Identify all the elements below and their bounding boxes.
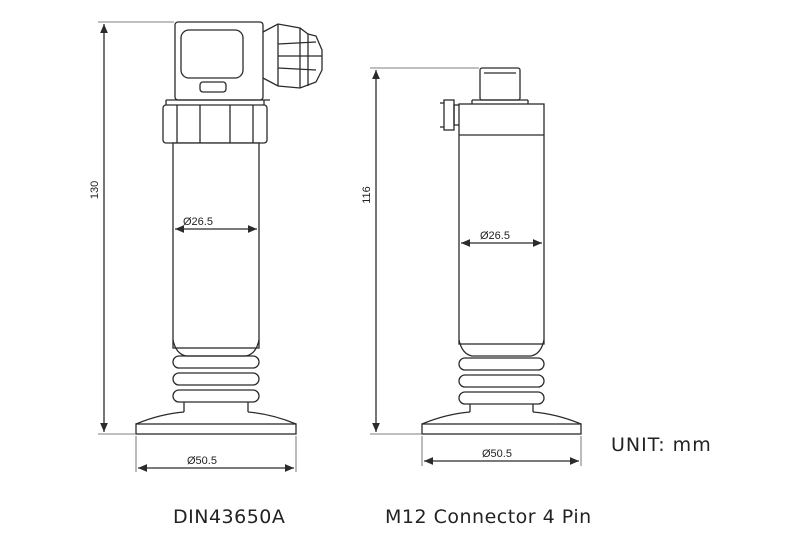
right-sensor: 116 Ø26.5 Ø50.5 — [361, 67, 582, 466]
left-height-dimension: 130 — [89, 21, 174, 435]
cooling-fins — [172, 355, 260, 412]
right-height-label: 116 — [361, 186, 373, 204]
vent-plug — [440, 99, 461, 131]
tri-clamp-flange — [135, 411, 297, 435]
left-flange-dimension: Ø50.5 — [135, 436, 297, 472]
left-caption: DIN43650A — [173, 506, 286, 528]
right-flange-label: Ø50.5 — [482, 448, 512, 460]
right-sensor-tube — [458, 103, 545, 357]
left-sensor: 130 Ø26.5 Ø50.5 — [89, 21, 323, 472]
left-flange-label: Ø50.5 — [187, 455, 217, 467]
din-connector-housing — [166, 21, 270, 101]
right-tri-clamp-flange — [421, 411, 582, 435]
right-diameter-label: Ø26.5 — [480, 230, 510, 242]
unit-label: UNIT: mm — [611, 434, 712, 456]
left-diameter-dimension: Ø26.5 — [175, 216, 257, 233]
left-height-label: 130 — [89, 181, 101, 199]
right-caption: M12 Connector 4 Pin — [385, 506, 592, 528]
m12-connector — [471, 67, 529, 104]
hex-nut — [162, 100, 268, 144]
cable-gland — [262, 23, 323, 89]
right-height-dimension: 116 — [361, 67, 479, 435]
right-cooling-fins — [458, 357, 545, 412]
right-diameter-dimension: Ø26.5 — [461, 230, 542, 247]
left-diameter-label: Ø26.5 — [183, 216, 213, 228]
right-flange-dimension: Ø50.5 — [421, 436, 582, 466]
sensor-tube — [172, 142, 260, 357]
